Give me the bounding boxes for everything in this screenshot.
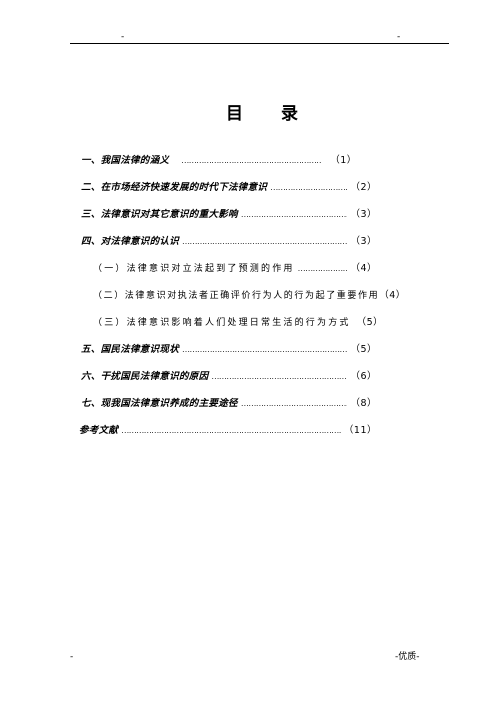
toc-entry-text: （二）法律意识对执法者正确评价行为人的行为起了重要作用 <box>93 291 380 301</box>
toc-entry-9[interactable]: 六、干扰国民法律意识的原因 （6） <box>81 370 377 384</box>
toc-entry-3[interactable]: 三、法律意识对其它意识的重大影响 （3） <box>81 208 377 222</box>
header-right-mark: - <box>397 32 401 42</box>
header-rule <box>70 43 449 44</box>
toc-entry-text: 参考文献 <box>79 425 119 436</box>
toc-entry-text: 四、对法律意识的认识 <box>81 236 180 247</box>
toc-leader-dots <box>182 343 347 357</box>
toc-entry-page: （1） <box>330 155 357 166</box>
toc-entry-page: （11） <box>343 425 377 436</box>
toc-entry-2[interactable]: 二、在市场经济快速发展的时代下法律意识 （2） <box>81 181 377 195</box>
toc-leader-dots <box>241 397 348 411</box>
toc-entry-page: （4） <box>350 263 377 274</box>
toc-entry-text: （一）法律意识对立法起到了预测的作用 <box>93 264 295 274</box>
toc-leader-dots <box>121 424 341 438</box>
footer-left-mark: - <box>70 652 74 662</box>
toc-entry-text: 三、法律意识对其它意识的重大影响 <box>81 209 238 220</box>
toc-entry-6[interactable]: （二）法律意识对执法者正确评价行为人的行为起了重要作用 （4） <box>93 289 405 303</box>
toc-entry-page: （3） <box>350 236 377 247</box>
toc-leader-dots <box>182 235 347 249</box>
toc-entry-page: （5） <box>350 344 377 355</box>
toc-leader-dots <box>270 181 347 195</box>
toc-entry-text: （三）法律意识影响着人们处理日常生活的行为方式 <box>93 318 351 328</box>
toc-title-char-2: 录 <box>281 104 298 124</box>
footer-right-mark: -优质- <box>395 652 420 662</box>
toc-entry-page: （6） <box>350 371 377 382</box>
toc-title-char-1: 目 <box>226 104 243 124</box>
toc-entry-11[interactable]: 参考文献 （11） <box>79 424 377 438</box>
toc-entry-page: （2） <box>350 182 377 193</box>
toc-leader-dots <box>298 262 348 276</box>
toc-entry-1[interactable]: 一、我国法律的涵义 （1） <box>81 154 377 168</box>
toc-title: 目 录 <box>226 104 298 124</box>
toc-leader-dots <box>241 208 348 222</box>
toc-entry-10[interactable]: 七、现我国法律意识养成的主要途径 （8） <box>81 397 377 411</box>
toc-leader-dots <box>211 370 347 384</box>
toc-entry-page: （5） <box>356 317 384 328</box>
toc-entry-page: （8） <box>350 398 377 409</box>
toc-entry-8[interactable]: 五、国民法律意识现状 （5） <box>81 343 377 357</box>
toc-entry-text: 六、干扰国民法律意识的原因 <box>81 371 209 382</box>
toc-entry-text: 七、现我国法律意识养成的主要途径 <box>81 398 238 409</box>
toc-entry-5[interactable]: （一）法律意识对立法起到了预测的作用 （4） <box>93 262 377 276</box>
toc-entry-text: 二、在市场经济快速发展的时代下法律意识 <box>81 182 268 193</box>
toc-leader-dots <box>181 154 321 168</box>
toc-entry-text: 一、我国法律的涵义 <box>81 155 170 166</box>
toc-entry-page: （4） <box>379 290 406 301</box>
toc-entry-4[interactable]: 四、对法律意识的认识 （3） <box>81 235 377 249</box>
toc-entry-text: 五、国民法律意识现状 <box>81 344 180 355</box>
toc-entry-page: （3） <box>350 209 377 220</box>
header-left-mark: - <box>121 32 125 42</box>
toc-entry-7[interactable]: （三）法律意识影响着人们处理日常生活的行为方式 （5） <box>93 316 383 330</box>
